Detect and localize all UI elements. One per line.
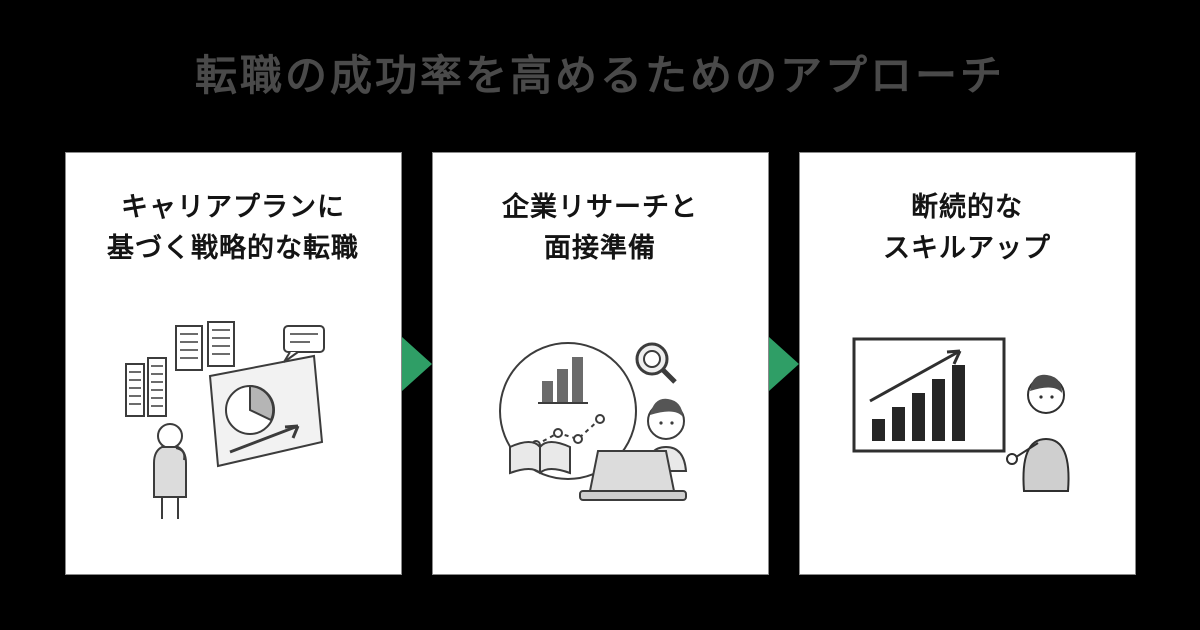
- card-title: キャリアプランに 基づく戦略的な転職: [107, 187, 359, 268]
- step-card-company-research: 企業リサーチと 面接準備: [431, 152, 769, 576]
- step-arrow-1: [401, 152, 432, 575]
- step-card-career-plan: キャリアプランに 基づく戦略的な転職: [64, 152, 402, 576]
- thinking-person-figure: [153, 422, 187, 519]
- trend-arrow-icon: [229, 424, 300, 454]
- career-plan-drawing: [125, 320, 325, 519]
- career-plan-illustration: [66, 268, 401, 574]
- right-arrow-icon: [768, 336, 799, 391]
- page-title: 転職の成功率を高めるためのアプローチ: [194, 52, 1005, 99]
- card-title: 企業リサーチと 面接準備: [502, 187, 698, 268]
- pie-chart-icon: [225, 384, 275, 435]
- skill-up-drawing: [852, 337, 1070, 493]
- step-arrow-2: [768, 152, 799, 575]
- skill-up-illustration: [800, 268, 1135, 574]
- company-research-drawing: [499, 341, 688, 501]
- steps-row: キャリアプランに 基づく戦略的な転職: [0, 152, 1200, 576]
- magnifier-icon: [635, 342, 677, 384]
- bar-chart-icon: [542, 356, 583, 403]
- growth-chart-board-icon: [852, 337, 1006, 453]
- open-book-icon: [509, 440, 571, 475]
- growth-arrow-icon: [869, 349, 962, 403]
- company-research-illustration: [433, 268, 768, 574]
- card-title-line1: 断続的な: [911, 192, 1023, 223]
- card-title: 断続的な スキルアップ: [883, 187, 1051, 268]
- card-title-line2: 基づく戦略的な転職: [107, 232, 359, 263]
- laptop-icon: [579, 449, 687, 501]
- card-title-line1: キャリアプランに: [121, 192, 345, 223]
- planning-board-icon: [125, 320, 325, 468]
- step-card-skill-up: 断続的な スキルアップ: [798, 152, 1136, 576]
- card-title-line1: 企業リサーチと: [502, 192, 698, 223]
- right-arrow-icon: [401, 336, 432, 391]
- presenter-figure: [1006, 375, 1070, 493]
- speech-bubble-icon: [283, 324, 325, 363]
- card-title-line2: スキルアップ: [883, 232, 1051, 263]
- card-title-line2: 面接準備: [544, 232, 656, 263]
- growth-bars-icon: [872, 365, 965, 442]
